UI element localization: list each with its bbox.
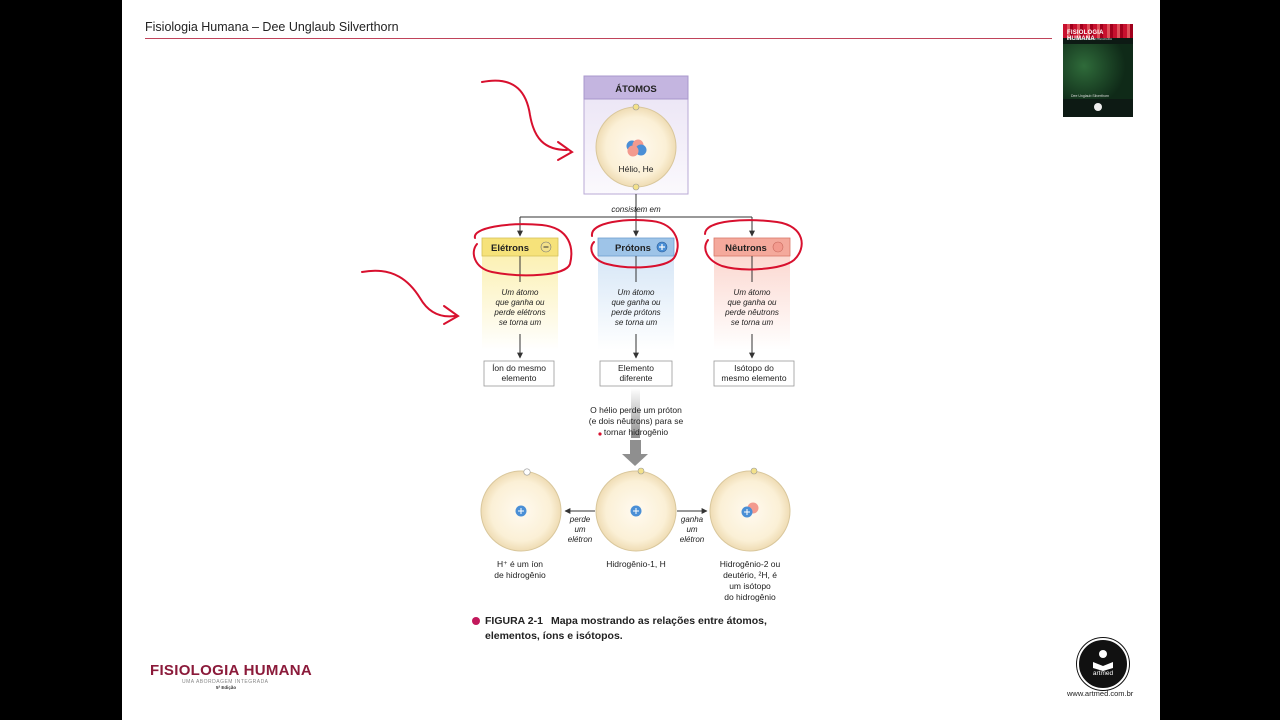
annotation-arrow-top	[481, 79, 568, 151]
caption-id: FIGURA 2-1	[485, 615, 543, 627]
helium-transition: O hélio perde um próton (e dois nêutrons…	[589, 388, 684, 466]
electrons-text-1: Um átomo	[502, 288, 539, 297]
electrons-circle-mark	[472, 223, 573, 277]
neutrons-text-2: que ganha ou	[728, 298, 777, 307]
down-arrow-icon	[622, 454, 648, 466]
artmed-url: www.artmed.com.br	[1067, 689, 1134, 698]
neutrons-circle-mark	[704, 219, 803, 271]
h2-label-3: um isótopo	[729, 581, 771, 591]
ion-result-2: elemento	[502, 373, 537, 383]
neutrons-column: Nêutrons Um átomo que ganha ou perde nêu…	[713, 237, 795, 387]
protons-text-4: se torna um	[615, 318, 658, 327]
h2-label-1: Hidrogênio-2 ou	[720, 559, 781, 569]
cover-image	[1063, 44, 1133, 99]
hydrogen-ion-atom: H⁺ é um íon de hidrogênio	[480, 468, 562, 580]
isotope-result-2: mesmo elemento	[721, 373, 786, 383]
caption-bullet-icon	[472, 617, 480, 625]
element-result-1: Elemento	[618, 363, 654, 373]
lose-electron-3: elétron	[568, 535, 593, 544]
caption-text: Mapa mostrando as relações entre átomos,…	[485, 615, 767, 642]
lose-electron-1: perde	[569, 515, 591, 524]
electrons-text-2: que ganha ou	[496, 298, 545, 307]
hydrogen-1-atom: Hidrogênio-1, H	[595, 467, 677, 569]
electrons-text-3: perde elétrons	[493, 308, 545, 317]
handwritten-annotations	[361, 79, 803, 325]
artmed-logo-text: artmed	[1092, 670, 1114, 677]
neutrons-label: Nêutrons	[725, 243, 767, 254]
h-ion-label-2: de hidrogênio	[494, 570, 546, 580]
protons-label: Prótons	[615, 243, 651, 254]
protons-text-2: que ganha ou	[612, 298, 661, 307]
electrons-text-4: se torna um	[499, 318, 542, 327]
ion-result-1: Íon do mesmo	[492, 363, 546, 373]
electrons-column: Elétrons Um átomo que ganha ou perde elé…	[481, 237, 559, 387]
brand-title: FISIOLOGIA HUMANA	[150, 662, 313, 679]
gain-electron-2: um	[686, 525, 697, 534]
brand-logo: FISIOLOGIA HUMANA UMA ABORDAGEM INTEGRAD…	[150, 662, 312, 690]
atoms-title: ÁTOMOS	[615, 84, 657, 95]
element-result-2: diferente	[619, 373, 652, 383]
protons-column: Prótons Um átomo que ganha ou perde prót…	[597, 237, 675, 387]
header-title: Fisiologia Humana – Dee Unglaub Silverth…	[145, 20, 399, 34]
isotope-result-1: Isótopo do	[734, 363, 774, 373]
brand-edition: 5ª Edição	[216, 685, 237, 690]
book-cover: FISIOLOGIA HUMANA UMA ABORDAGEM INTEGRAD…	[1063, 24, 1133, 117]
h1-label: Hidrogênio-1, H	[606, 559, 666, 569]
neutron-sign-icon	[772, 241, 784, 253]
protons-text-3: perde prótons	[610, 308, 660, 317]
neutrons-text-3: perde nêutrons	[724, 308, 779, 317]
cover-title: FISIOLOGIA HUMANA	[1067, 30, 1104, 42]
deuterium-atom: Hidrogênio-2 ou deutério, ²H, é um isóto…	[709, 467, 791, 602]
protons-text-1: Um átomo	[618, 288, 655, 297]
annotation-arrowhead-icon	[443, 305, 460, 325]
artmed-logo: artmed	[1077, 638, 1129, 690]
concept-map-figure: ÁTOMOS Hélio, He consistem em Elétrons	[361, 75, 803, 602]
h2-label-4: do hidrogênio	[724, 592, 776, 602]
helium-note-1: O hélio perde um próton	[590, 405, 682, 415]
helium-label: Hélio, He	[619, 164, 654, 174]
h-ion-label-1: H⁺ é um íon	[497, 559, 543, 569]
brand-subtitle: UMA ABORDAGEM INTEGRADA	[182, 679, 269, 685]
reader-icon	[1093, 650, 1113, 671]
neutrons-text-4: se torna um	[731, 318, 774, 327]
annotation-arrow-left	[361, 269, 456, 318]
slide: Fisiologia Humana – Dee Unglaub Silverth…	[122, 0, 1160, 720]
cover-author: Dee Unglaub Silverthorn	[1071, 94, 1110, 98]
annotation-arrowhead-icon	[557, 141, 574, 161]
connector: consistem em	[517, 194, 755, 237]
h2-label-2: deutério, ²H, é	[723, 570, 777, 580]
gain-electron-1: ganha	[681, 515, 704, 524]
connector-label: consistem em	[611, 205, 661, 214]
neutron-icon	[627, 145, 639, 157]
electrons-label: Elétrons	[491, 243, 529, 254]
header-rule	[145, 38, 1052, 39]
annotation-dot	[598, 432, 602, 436]
neutrons-text-1: Um átomo	[734, 288, 771, 297]
gain-electron-3: elétron	[680, 535, 705, 544]
proton-icon	[635, 144, 647, 156]
cover-flowers	[1063, 24, 1133, 38]
electron-transfer-arrows: perde um elétron ganha um elétron	[564, 508, 708, 544]
helium-note-3: tornar hidrogênio	[604, 427, 669, 437]
lose-electron-2: um	[574, 525, 585, 534]
cover-subtitle: UMA ABORDAGEM INTEGRADA	[1067, 37, 1113, 41]
cover-logo-icon	[1094, 103, 1102, 111]
protons-circle-mark	[590, 219, 679, 269]
atoms-box: ÁTOMOS Hélio, He	[583, 75, 689, 195]
helium-note-2: (e dois nêutrons) para se	[589, 416, 684, 426]
